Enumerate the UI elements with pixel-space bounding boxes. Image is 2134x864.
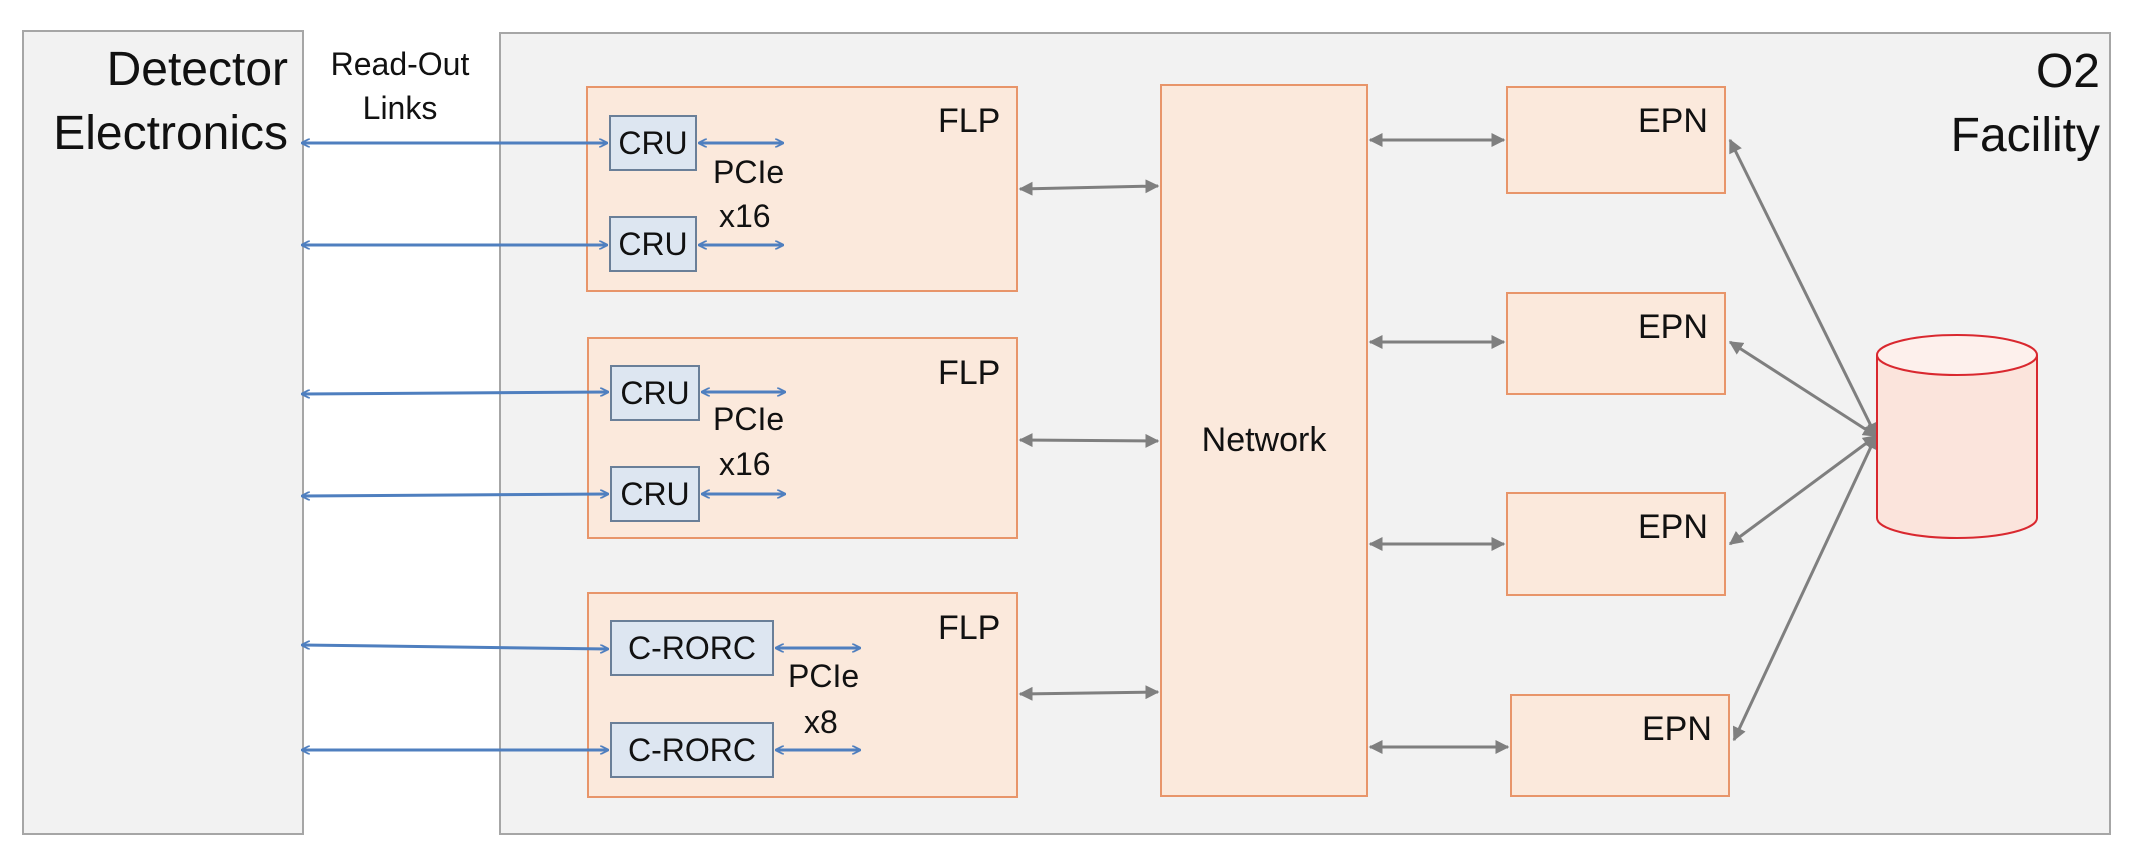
pcie-lanes-1: x16 [719,198,771,234]
readout-link-arrow [302,392,608,394]
flp-network-arrow [1018,433,1160,448]
facility-title-line1: O2 [2035,45,2100,98]
epn-box-4 [1510,694,1730,797]
epn-storage-arrow [1728,434,1878,546]
epn-box-2 [1506,292,1726,395]
epn-storage-arrow [1728,138,1878,438]
epn-box-3 [1506,492,1726,596]
pcie-label-1: PCIe [713,154,785,190]
cru-card: CRU [610,365,700,421]
pcie-lanes-3: x8 [804,704,838,740]
cru-card: CRU [610,466,700,522]
detector-electronics-title: Detector Electronics [30,38,288,166]
epn-box-1 [1506,86,1726,194]
epn-label-2: EPN [1638,308,1708,346]
readout-link-arrow [302,645,608,649]
c-rorc-card: C-RORC [610,722,774,778]
epn-label-4: EPN [1642,710,1712,748]
pcie-lanes-2: x16 [719,446,771,482]
flp-label-3: FLP [938,609,1001,647]
readout-line1: Read-Out [330,46,470,82]
epn-label-1: EPN [1638,102,1708,140]
flp-network-arrow [1018,685,1160,701]
network-label: Network [1201,421,1327,459]
readout-link-arrow [302,494,608,496]
pcie-label-2: PCIe [713,401,785,437]
flp-label-1: FLP [938,102,1001,140]
network-box [1160,84,1368,797]
facility-title-line2: Facility [1950,109,2100,162]
detector-title-line1: Detector [106,43,288,96]
cru-card: CRU [609,216,697,272]
database-cylinder-icon [1876,334,2038,539]
detector-title-line2: Electronics [53,107,288,160]
epn-storage-arrow [1728,340,1878,438]
epn-storage-arrow [1732,434,1878,742]
pcie-label-3: PCIe [788,658,860,694]
detector-electronics-panel [22,30,304,835]
readout-links-label: Read-Out Links [310,42,490,130]
o2-facility-title: O2 Facility [1880,40,2100,168]
flp-label-2: FLP [938,354,1001,392]
c-rorc-card: C-RORC [610,620,774,676]
epn-label-3: EPN [1638,508,1708,546]
readout-line2: Links [362,90,438,126]
flp-network-arrow [1018,179,1160,196]
cru-card: CRU [609,115,697,171]
